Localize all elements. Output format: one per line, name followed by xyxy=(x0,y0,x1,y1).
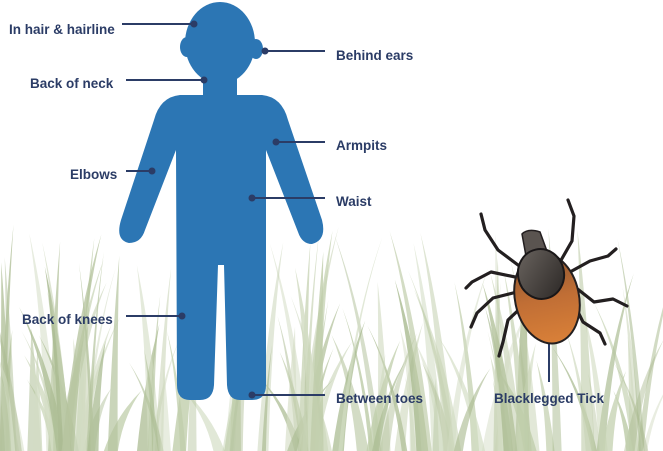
left-ear xyxy=(180,37,194,57)
label-waist: Waist xyxy=(336,194,372,210)
label-neck: Back of neck xyxy=(30,76,113,92)
label-elbows: Elbows xyxy=(70,167,117,183)
marker-dot-armpits xyxy=(273,139,280,146)
label-ears: Behind ears xyxy=(336,48,413,64)
grass-blade xyxy=(108,256,120,451)
head xyxy=(185,2,255,84)
marker-dot-elbows xyxy=(149,168,156,175)
marker-dot-neck xyxy=(201,77,208,84)
marker-dot-waist xyxy=(249,195,256,202)
label-armpits: Armpits xyxy=(336,138,387,154)
label-tick: Blacklegged Tick xyxy=(494,391,604,407)
marker-dot-knees xyxy=(179,313,186,320)
label-toes: Between toes xyxy=(336,391,423,407)
right-ear xyxy=(249,39,263,59)
label-knees: Back of knees xyxy=(22,312,113,328)
label-hair: In hair & hairline xyxy=(9,22,115,38)
marker-dot-ears xyxy=(262,48,269,55)
marker-dot-toes xyxy=(249,392,256,399)
tick-illustration xyxy=(466,200,627,356)
marker-dot-hair xyxy=(191,21,198,28)
